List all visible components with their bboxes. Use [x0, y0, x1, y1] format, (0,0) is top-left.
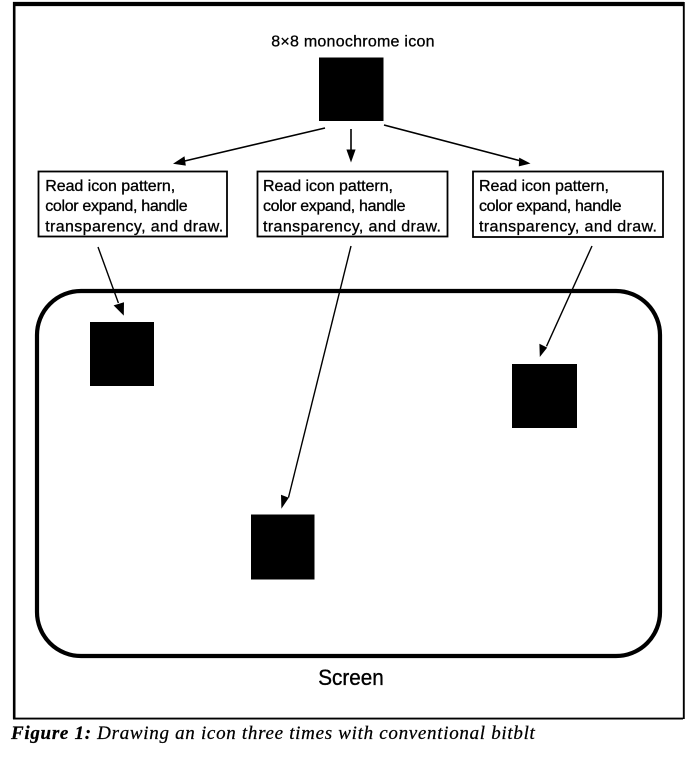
svg-text:transparency, and draw.: transparency, and draw. [45, 219, 223, 236]
svg-text:Figure 1: Drawing an icon thre: Figure 1: Drawing an icon three times wi… [10, 723, 536, 744]
svg-text:8×8 monochrome icon: 8×8 monochrome icon [271, 34, 435, 51]
svg-text:Read icon pattern,: Read icon pattern, [263, 178, 393, 195]
svg-text:color expand, handle: color expand, handle [45, 198, 188, 215]
svg-text:transparency, and draw.: transparency, and draw. [479, 219, 657, 236]
svg-text:Screen: Screen [318, 665, 384, 690]
svg-text:transparency, and draw.: transparency, and draw. [263, 219, 441, 236]
svg-text:Read icon pattern,: Read icon pattern, [45, 178, 175, 195]
svg-text:color expand, handle: color expand, handle [263, 198, 406, 215]
svg-text:Read icon pattern,: Read icon pattern, [479, 178, 609, 195]
svg-text:color expand, handle: color expand, handle [479, 198, 622, 215]
